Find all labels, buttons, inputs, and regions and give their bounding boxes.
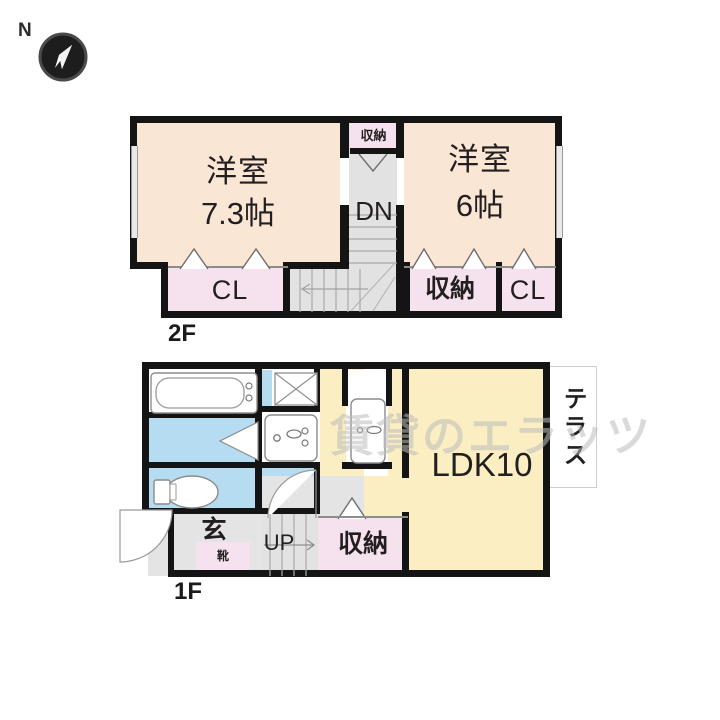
label-closet-cl-right: CL (509, 275, 547, 305)
wall-1f-ldk-left-upper (402, 362, 409, 478)
wall-1f-ldk-left-lower (402, 512, 409, 576)
closet-door-marker-1f (337, 496, 367, 520)
wall-2f-stair-right-bot (396, 205, 404, 312)
stair-treads-2f-landing (299, 269, 368, 312)
label-room-2f-a-size: 7.3帖 (200, 196, 276, 231)
wall-2f-left-step (130, 262, 168, 269)
wall-1f-toilet-right (255, 462, 262, 514)
label-closet-shuno-1f: 収納 (337, 530, 388, 558)
stove-icon (274, 372, 318, 406)
wall-1f-left-lower (168, 508, 174, 576)
floor-plan-2f: 洋室 7.3帖 洋室 6帖 収納 DN CL 収納 CL 2F (0, 0, 720, 350)
toilet-icon (153, 475, 219, 509)
line-shuno-1f-top (318, 516, 408, 518)
wall-1f-bottom (168, 570, 550, 577)
kitchen-sink-icon (264, 414, 318, 462)
wall-2f-left-lower (161, 262, 168, 318)
terrace-area (549, 366, 597, 488)
wall-1f-left-upper (142, 362, 149, 514)
bathtub-icon (150, 372, 258, 414)
wall-2f-stair-left-top (340, 116, 349, 158)
wall-2f-landing-left (283, 262, 290, 318)
wall-1f-fridge-right (386, 362, 392, 406)
wall-2f-shuno-bottom (350, 148, 397, 154)
wall-1f-bath-right (255, 362, 262, 418)
label-room-ldk: LDK10 (431, 446, 533, 483)
room-ldk (408, 366, 544, 576)
wall-2f-bottom (161, 311, 562, 318)
label-shoebox: 靴 (216, 549, 229, 563)
label-closet-shuno-stairtop: 収納 (360, 128, 387, 143)
wall-2f-landing-top (283, 262, 345, 269)
closet-cl-right (500, 268, 556, 312)
hall-door-arc-icon (267, 469, 317, 519)
wall-2f-stair-left-bot (340, 205, 349, 269)
label-floor-1f: 1F (174, 578, 203, 605)
label-closet-shuno-right: 収納 (424, 275, 475, 303)
stair-landing-2f (289, 268, 397, 312)
closet-shuno-right (404, 268, 496, 312)
wall-1f-wash-bottom (142, 462, 262, 468)
wall-2f-shuno-left (404, 262, 410, 314)
window-2f-right (556, 146, 563, 238)
label-stairs-2f-dn: DN (355, 196, 393, 226)
wall-1f-toilet-bottom (142, 508, 262, 514)
label-terrace: テラス (559, 386, 586, 470)
label-room-2f-b-name: 洋室 (448, 142, 512, 177)
wall-2f-cl-divider (496, 262, 502, 314)
label-room-2f-b-size: 6帖 (455, 188, 505, 223)
wall-1f-bath-bottom (142, 412, 262, 418)
wall-1f-kitchen-right (314, 462, 320, 514)
label-entrance: 玄 (201, 516, 227, 544)
closet-door-marker-shuno-top (358, 154, 388, 173)
closet-shuno-1f (318, 518, 408, 576)
stair-treads-1f (264, 514, 316, 576)
wall-1f-fridge-bottom (342, 462, 392, 469)
label-stairs-1f-up: UP (263, 530, 295, 555)
label-closet-cl-left: CL (211, 275, 249, 305)
stair-treads-2f-shaft (349, 214, 397, 312)
room-washitsu-6 (404, 122, 556, 268)
window-2f-left (131, 146, 138, 238)
compass-rose: N (18, 18, 104, 84)
wall-1f-fridge-left (342, 362, 348, 406)
label-floor-2f: 2F (168, 320, 197, 347)
washroom-door-icon (218, 421, 259, 461)
room-washitsu-73 (136, 122, 340, 268)
closet-shoebox (196, 542, 250, 572)
refrigerator-icon (350, 398, 386, 464)
compass-rose-icon (38, 32, 88, 82)
wall-2f-right-lower (555, 262, 562, 318)
closet-door-marker-right (411, 247, 537, 270)
entrance-door-icon (119, 509, 173, 563)
wall-2f-stair-right-top (396, 116, 404, 158)
compass-north-label: N (18, 20, 32, 41)
line-cl-left-top (168, 266, 288, 268)
wall-1f-stair-top (262, 508, 320, 514)
closet-door-marker-left (179, 247, 271, 270)
wall-1f-kitchen-top (262, 406, 320, 412)
closet-cl-left (168, 268, 288, 312)
wall-1f-right (543, 362, 550, 577)
label-room-2f-a-name: 洋室 (206, 154, 270, 189)
wall-1f-kitchen-bottom (262, 462, 320, 468)
